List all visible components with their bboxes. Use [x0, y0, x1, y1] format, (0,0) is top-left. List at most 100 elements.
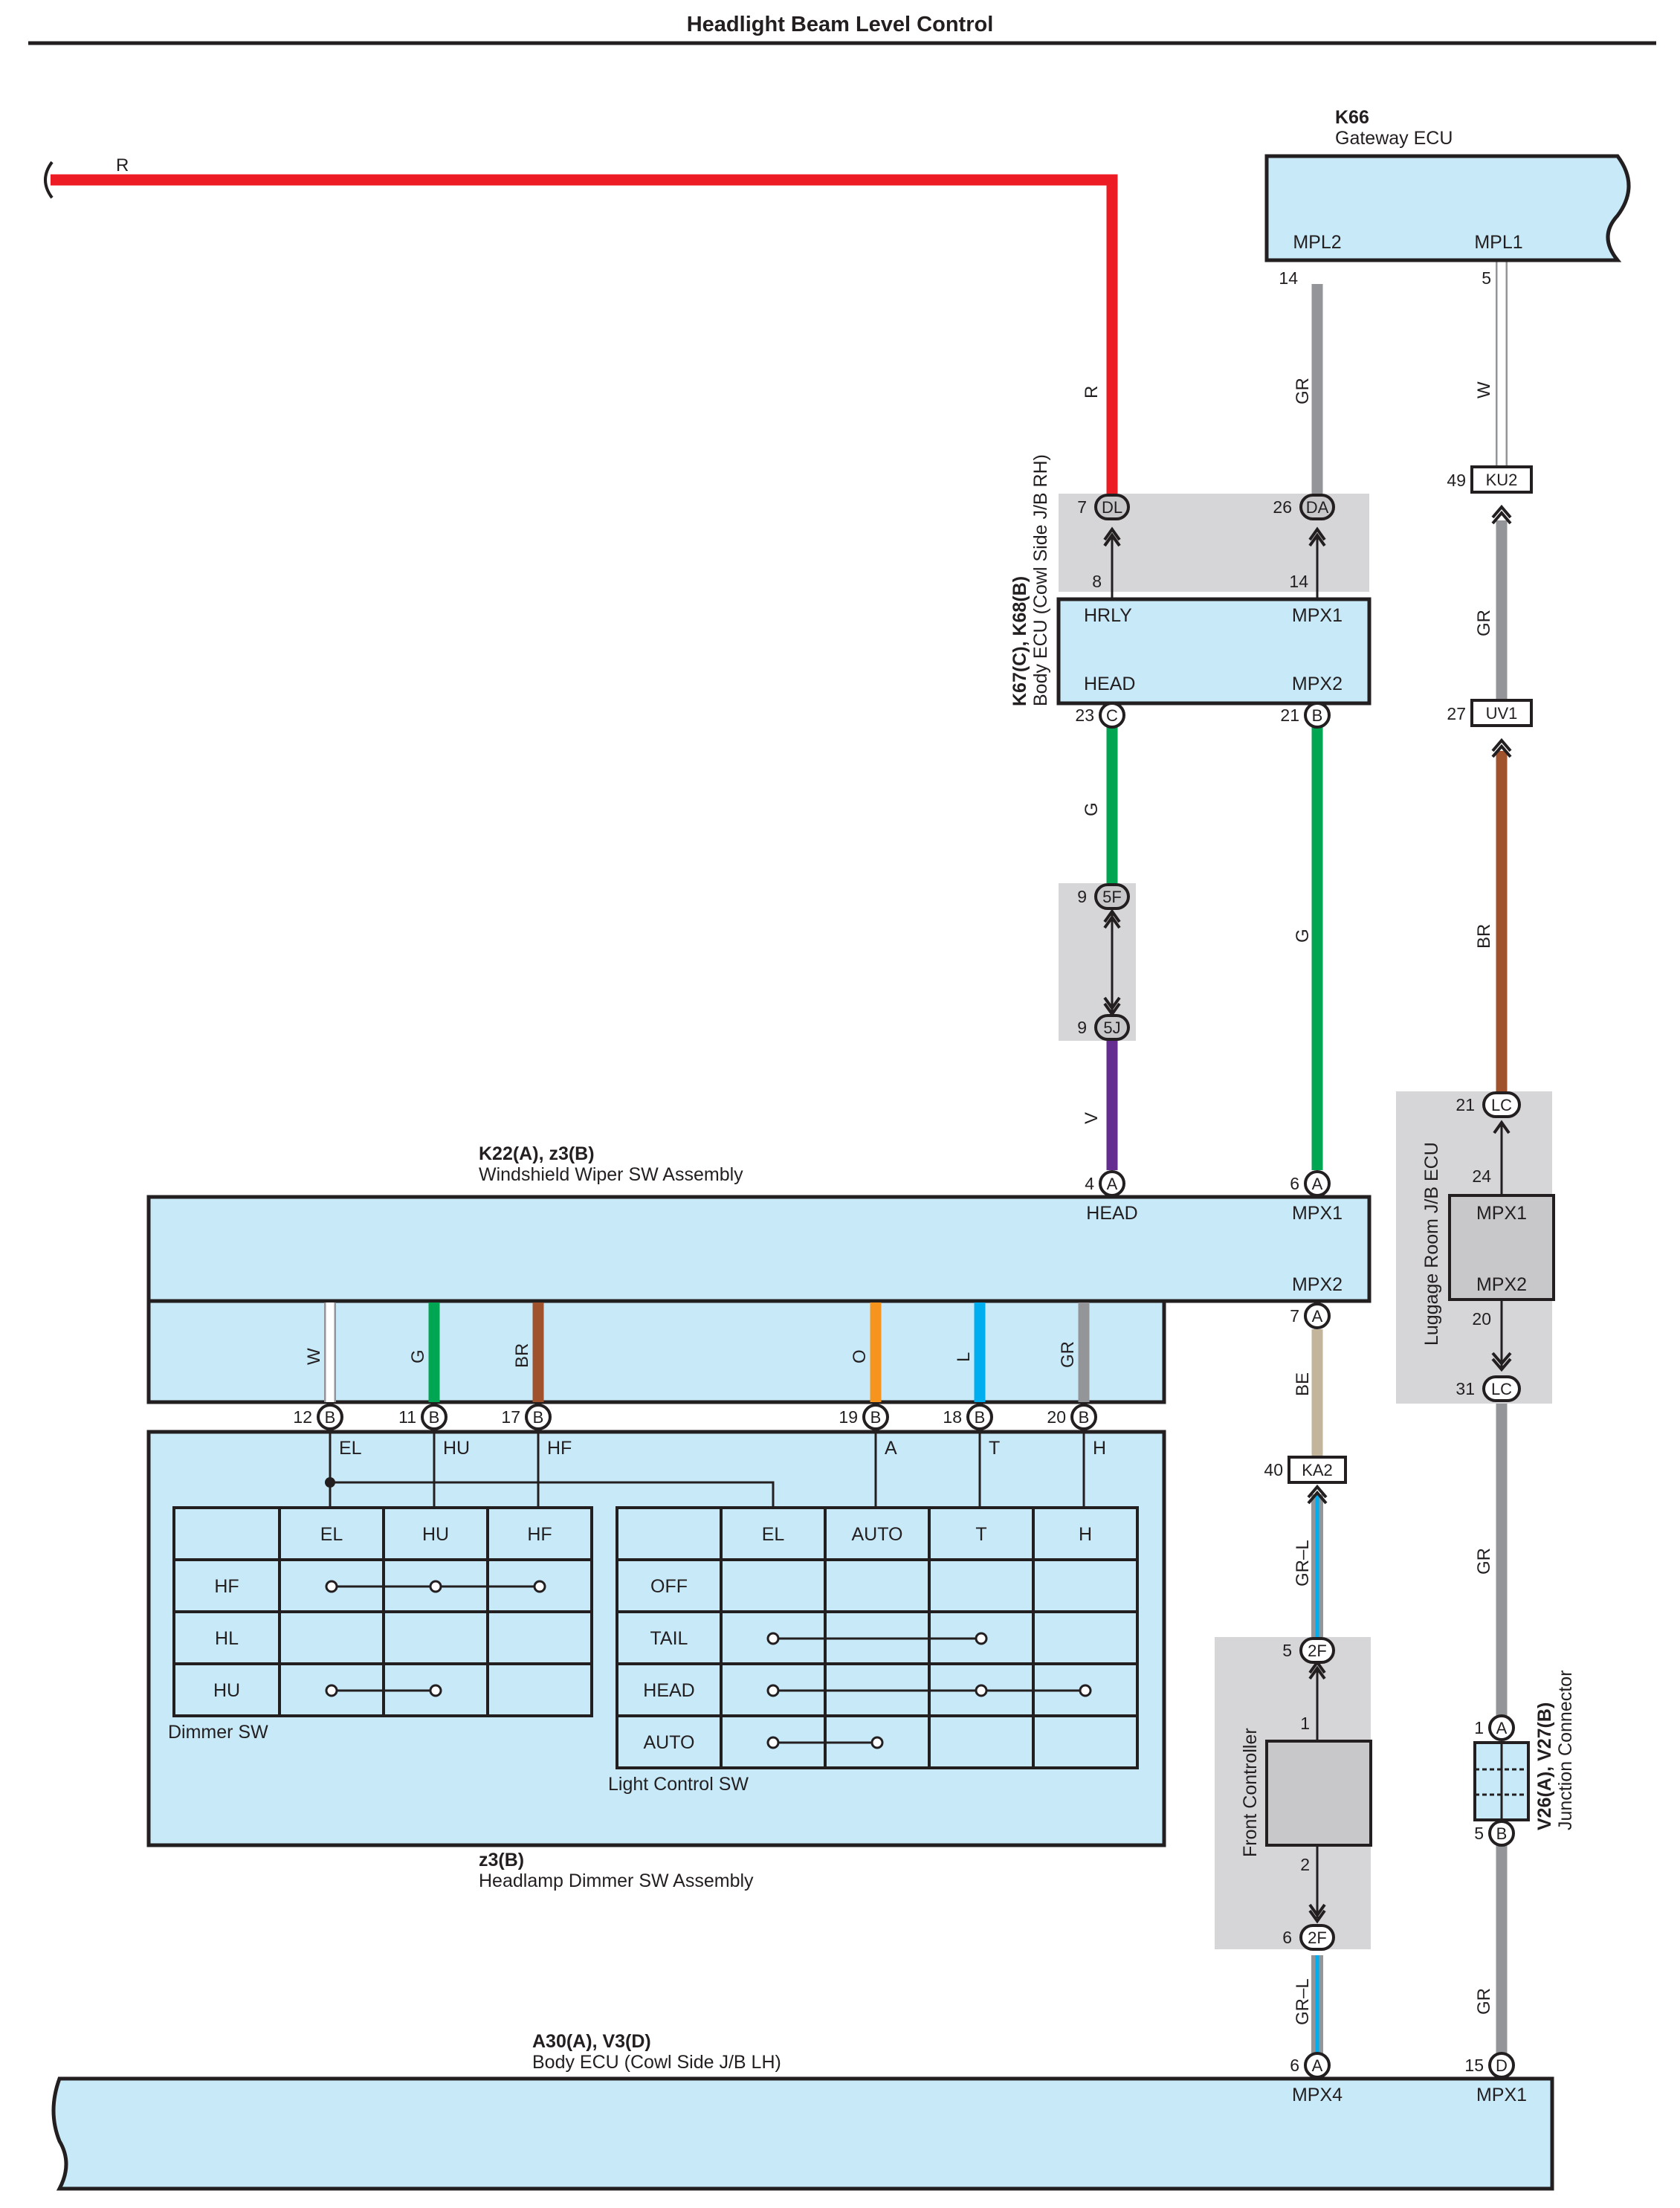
- light-continuity-tail: [766, 1632, 988, 1645]
- wiper-terminal-mpx2: MPX2: [1292, 1274, 1343, 1295]
- pin-49: 49: [1447, 471, 1466, 490]
- light-col-t: T: [975, 1524, 986, 1545]
- connector-b19-label: B: [870, 1408, 882, 1427]
- gateway-terminal-mpl2: MPL2: [1293, 232, 1341, 253]
- light-row-head: HEAD: [643, 1680, 694, 1701]
- dimmer-table-caption: Dimmer SW: [168, 1722, 268, 1743]
- wire-r: [51, 174, 1118, 494]
- arrow-lc-top: [1493, 1120, 1511, 1134]
- arrow-body-rh-head: [1103, 532, 1121, 547]
- light-row-auto: AUTO: [644, 1732, 695, 1753]
- dimmer-row-hl: HL: [215, 1628, 239, 1649]
- wire-label-sw-o: O: [850, 1349, 870, 1363]
- body-ecu-lh-name: Body ECU (Cowl Side J/B LH): [532, 2052, 781, 2073]
- connector-a6-label: A: [1312, 1175, 1323, 1193]
- connector-2f-top: [1299, 1637, 1335, 1664]
- pin-20-sw: 20: [1047, 1407, 1066, 1427]
- wire-label-g-mpx: G: [1293, 929, 1313, 943]
- dimmer-assembly-box: [146, 1430, 1166, 1847]
- wire-label-g-head: G: [1082, 802, 1102, 816]
- pin-14-gw: 14: [1279, 268, 1298, 288]
- connector-ku2: [1470, 465, 1533, 494]
- body-ecu-rh-terminal-head: HEAD: [1084, 674, 1135, 694]
- arrow-ku2: [1491, 504, 1512, 525]
- luggage-ecu-box: [1448, 1194, 1555, 1301]
- connector-jc-b: [1488, 1820, 1515, 1847]
- gateway-name: Gateway ECU: [1335, 128, 1453, 149]
- connector-b12-label: B: [325, 1408, 336, 1427]
- light-row-tail: TAIL: [650, 1628, 688, 1649]
- connector-2f-bottom-label: 2F: [1308, 1928, 1327, 1947]
- connector-lc-bottom: [1482, 1375, 1521, 1402]
- pin-20-lug: 20: [1472, 1309, 1491, 1329]
- connector-b18: [966, 1404, 993, 1430]
- pin-14-mpx1: 14: [1289, 572, 1308, 591]
- connector-d15-label: D: [1496, 2056, 1508, 2075]
- junction-name: Junction Connector: [1555, 1670, 1576, 1830]
- connector-a4-label: A: [1107, 1175, 1118, 1193]
- pin-6: 6: [1290, 1174, 1299, 1193]
- wiper-terminal-mpx1: MPX1: [1292, 1203, 1343, 1224]
- terminal-h: H: [1093, 1438, 1106, 1459]
- junction-connector-symbol: [1473, 1741, 1530, 1821]
- light-continuity-head: [766, 1684, 1092, 1697]
- pin-31: 31: [1456, 1379, 1475, 1398]
- connector-5f: [1094, 883, 1130, 910]
- connector-ka2: [1288, 1456, 1347, 1484]
- wiper-terminal-head: HEAD: [1086, 1203, 1137, 1224]
- dimmer-internal-leads: [329, 1430, 1085, 1508]
- pin-23: 23: [1075, 706, 1094, 725]
- connector-dl: [1094, 494, 1130, 520]
- connector-jc-a-label: A: [1496, 1719, 1508, 1737]
- connector-lc-top: [1482, 1091, 1521, 1118]
- dimmer-col-hu: HU: [422, 1524, 449, 1545]
- wire-label-gr-junction: GR: [1474, 1548, 1494, 1575]
- connector-a7-label: A: [1312, 1307, 1323, 1326]
- wire-label-gr-ku2: GR: [1474, 610, 1494, 636]
- connector-b21-label: B: [1312, 706, 1323, 725]
- arrow-ka2: [1307, 1484, 1328, 1505]
- wiper-wire-strip: [146, 1299, 1166, 1404]
- connector-2f-top-label: 2F: [1308, 1642, 1327, 1660]
- connector-a6-lh: [1304, 2052, 1331, 2079]
- pin-18: 18: [943, 1407, 962, 1427]
- front-controller-box: [1265, 1740, 1372, 1847]
- body-ecu-rh-terminal-hrly: HRLY: [1084, 605, 1132, 626]
- dimmer-table: [172, 1506, 593, 1717]
- wire-label-sw-l: L: [954, 1352, 974, 1362]
- dimmer-el-junction-dot: [325, 1477, 335, 1488]
- pin-27: 27: [1447, 704, 1466, 723]
- wire-label-v-head: V: [1082, 1112, 1102, 1124]
- arrow-5f: [1103, 908, 1121, 929]
- connector-dl-label: DL: [1102, 498, 1122, 517]
- wiper-name: Windshield Wiper SW Assembly: [479, 1164, 743, 1185]
- pin-5-gw: 5: [1482, 268, 1491, 288]
- pin-6-2f: 6: [1282, 1928, 1292, 1947]
- connector-ka2-label: KA2: [1302, 1461, 1333, 1479]
- light-table-caption: Light Control SW: [608, 1774, 749, 1795]
- splice-zone-5f-5j: [1059, 883, 1136, 1041]
- pin-1-front: 1: [1300, 1714, 1310, 1733]
- body-ecu-rh-terminal-mpx1: MPX1: [1292, 605, 1343, 626]
- wire-label-w-gateway: W: [1474, 381, 1494, 398]
- pin-26-da: 26: [1273, 497, 1292, 517]
- pin-8: 8: [1092, 572, 1102, 591]
- wire-label-gr-l-upper: GR–L: [1293, 1540, 1313, 1586]
- pin-24: 24: [1472, 1166, 1491, 1186]
- pin-40: 40: [1264, 1460, 1283, 1479]
- dimmer-continuity-hf: [325, 1580, 546, 1593]
- wire-break-symbol: [44, 161, 54, 199]
- dimmer-row-hu: HU: [213, 1680, 240, 1701]
- pin-7-mpx2: 7: [1290, 1306, 1299, 1326]
- connector-b20: [1070, 1404, 1097, 1430]
- connector-d15: [1488, 2052, 1515, 2079]
- terminal-hu: HU: [443, 1438, 470, 1459]
- luggage-terminal-mpx1: MPX1: [1476, 1203, 1527, 1224]
- dimmer-assembly-code: z3(B): [479, 1850, 524, 1870]
- connector-jc-b-label: B: [1496, 1824, 1508, 1843]
- pin-2-front: 2: [1300, 1855, 1310, 1874]
- light-row-off: OFF: [650, 1576, 688, 1597]
- connector-b11: [421, 1404, 448, 1430]
- pin-19: 19: [839, 1407, 858, 1427]
- wire-label-br-luggage: BR: [1474, 924, 1494, 949]
